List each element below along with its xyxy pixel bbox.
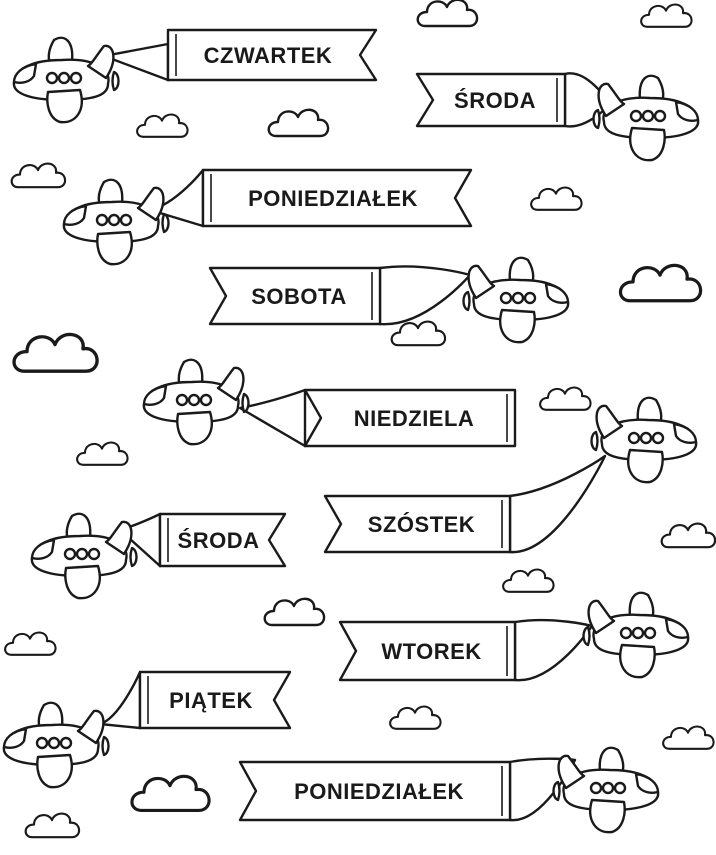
banner-plane-2: ŚRODA	[415, 72, 700, 162]
banner-group: CZWARTEK ŚRODA PONIEDZIAŁEK SOBOTA NIEDZIELA…	[2, 28, 700, 834]
cloud-icon	[76, 441, 129, 466]
airplane-icon	[62, 178, 170, 266]
banner-plane-6: ŚRODA	[30, 512, 287, 600]
banner-plane-5: NIEDZIELA	[142, 358, 517, 448]
cloud-icon	[24, 812, 81, 839]
airplane-icon	[30, 512, 138, 600]
cloud-icon	[530, 186, 583, 211]
cloud-icon	[4, 631, 57, 656]
cloud-icon	[618, 263, 703, 303]
clouds	[4, 0, 716, 839]
airplane-icon	[142, 358, 250, 446]
banner-label: SOBOTA	[251, 284, 346, 309]
cloud-icon	[12, 332, 99, 373]
banner-plane-10: PONIEDZIAŁEK	[238, 746, 660, 834]
banner-flag	[303, 388, 517, 448]
banner-plane-7: SZÓSTEK	[323, 396, 698, 554]
cloud-icon	[662, 725, 715, 750]
airplane-icon	[582, 591, 690, 679]
banner-flag	[158, 512, 287, 568]
banner-label: PIĄTEK	[169, 688, 253, 713]
banner-plane-1: CZWARTEK	[12, 28, 378, 124]
banner-label: SZÓSTEK	[368, 512, 475, 537]
cloud-icon	[136, 113, 189, 138]
banner-flag	[338, 620, 517, 682]
cloud-icon	[539, 386, 592, 411]
banner-plane-8: WTOREK	[338, 591, 690, 682]
banner-label: PONIEDZIAŁEK	[294, 779, 464, 804]
airplane-icon	[12, 36, 120, 124]
airplane-icon	[462, 256, 570, 344]
banner-flag	[138, 670, 292, 730]
banner-plane-3: PONIEDZIAŁEK	[62, 168, 473, 266]
banner-plane-9: PIĄTEK	[2, 670, 292, 789]
cloud-icon	[267, 108, 330, 138]
cloud-icon	[660, 522, 716, 549]
cloud-icon	[130, 774, 211, 812]
cloud-icon	[263, 597, 326, 627]
banner-plane-4: SOBOTA	[208, 256, 570, 344]
banner-label: PONIEDZIAŁEK	[248, 186, 418, 211]
airplane-icon	[552, 746, 660, 834]
banner-flag	[166, 28, 378, 82]
banner-label: CZWARTEK	[204, 43, 333, 68]
cloud-icon	[416, 0, 479, 28]
banner-flag	[208, 266, 382, 326]
banner-label: WTOREK	[381, 639, 481, 664]
cloud-icon	[390, 320, 447, 347]
airplane-icon	[590, 396, 698, 484]
airplane-icon	[2, 701, 110, 789]
cloud-icon	[389, 705, 442, 730]
banner-flag	[415, 72, 567, 128]
banner-label: ŚRODA	[178, 528, 260, 553]
banner-flag	[201, 168, 473, 228]
airplane-icon	[592, 74, 700, 162]
cloud-icon	[502, 568, 555, 593]
cloud-icon	[10, 162, 67, 189]
banner-label: ŚRODA	[454, 88, 536, 113]
banner-flag	[323, 494, 512, 554]
cloud-icon	[640, 3, 693, 28]
banner-label: NIEDZIELA	[354, 406, 475, 431]
banner-flag	[238, 760, 512, 822]
